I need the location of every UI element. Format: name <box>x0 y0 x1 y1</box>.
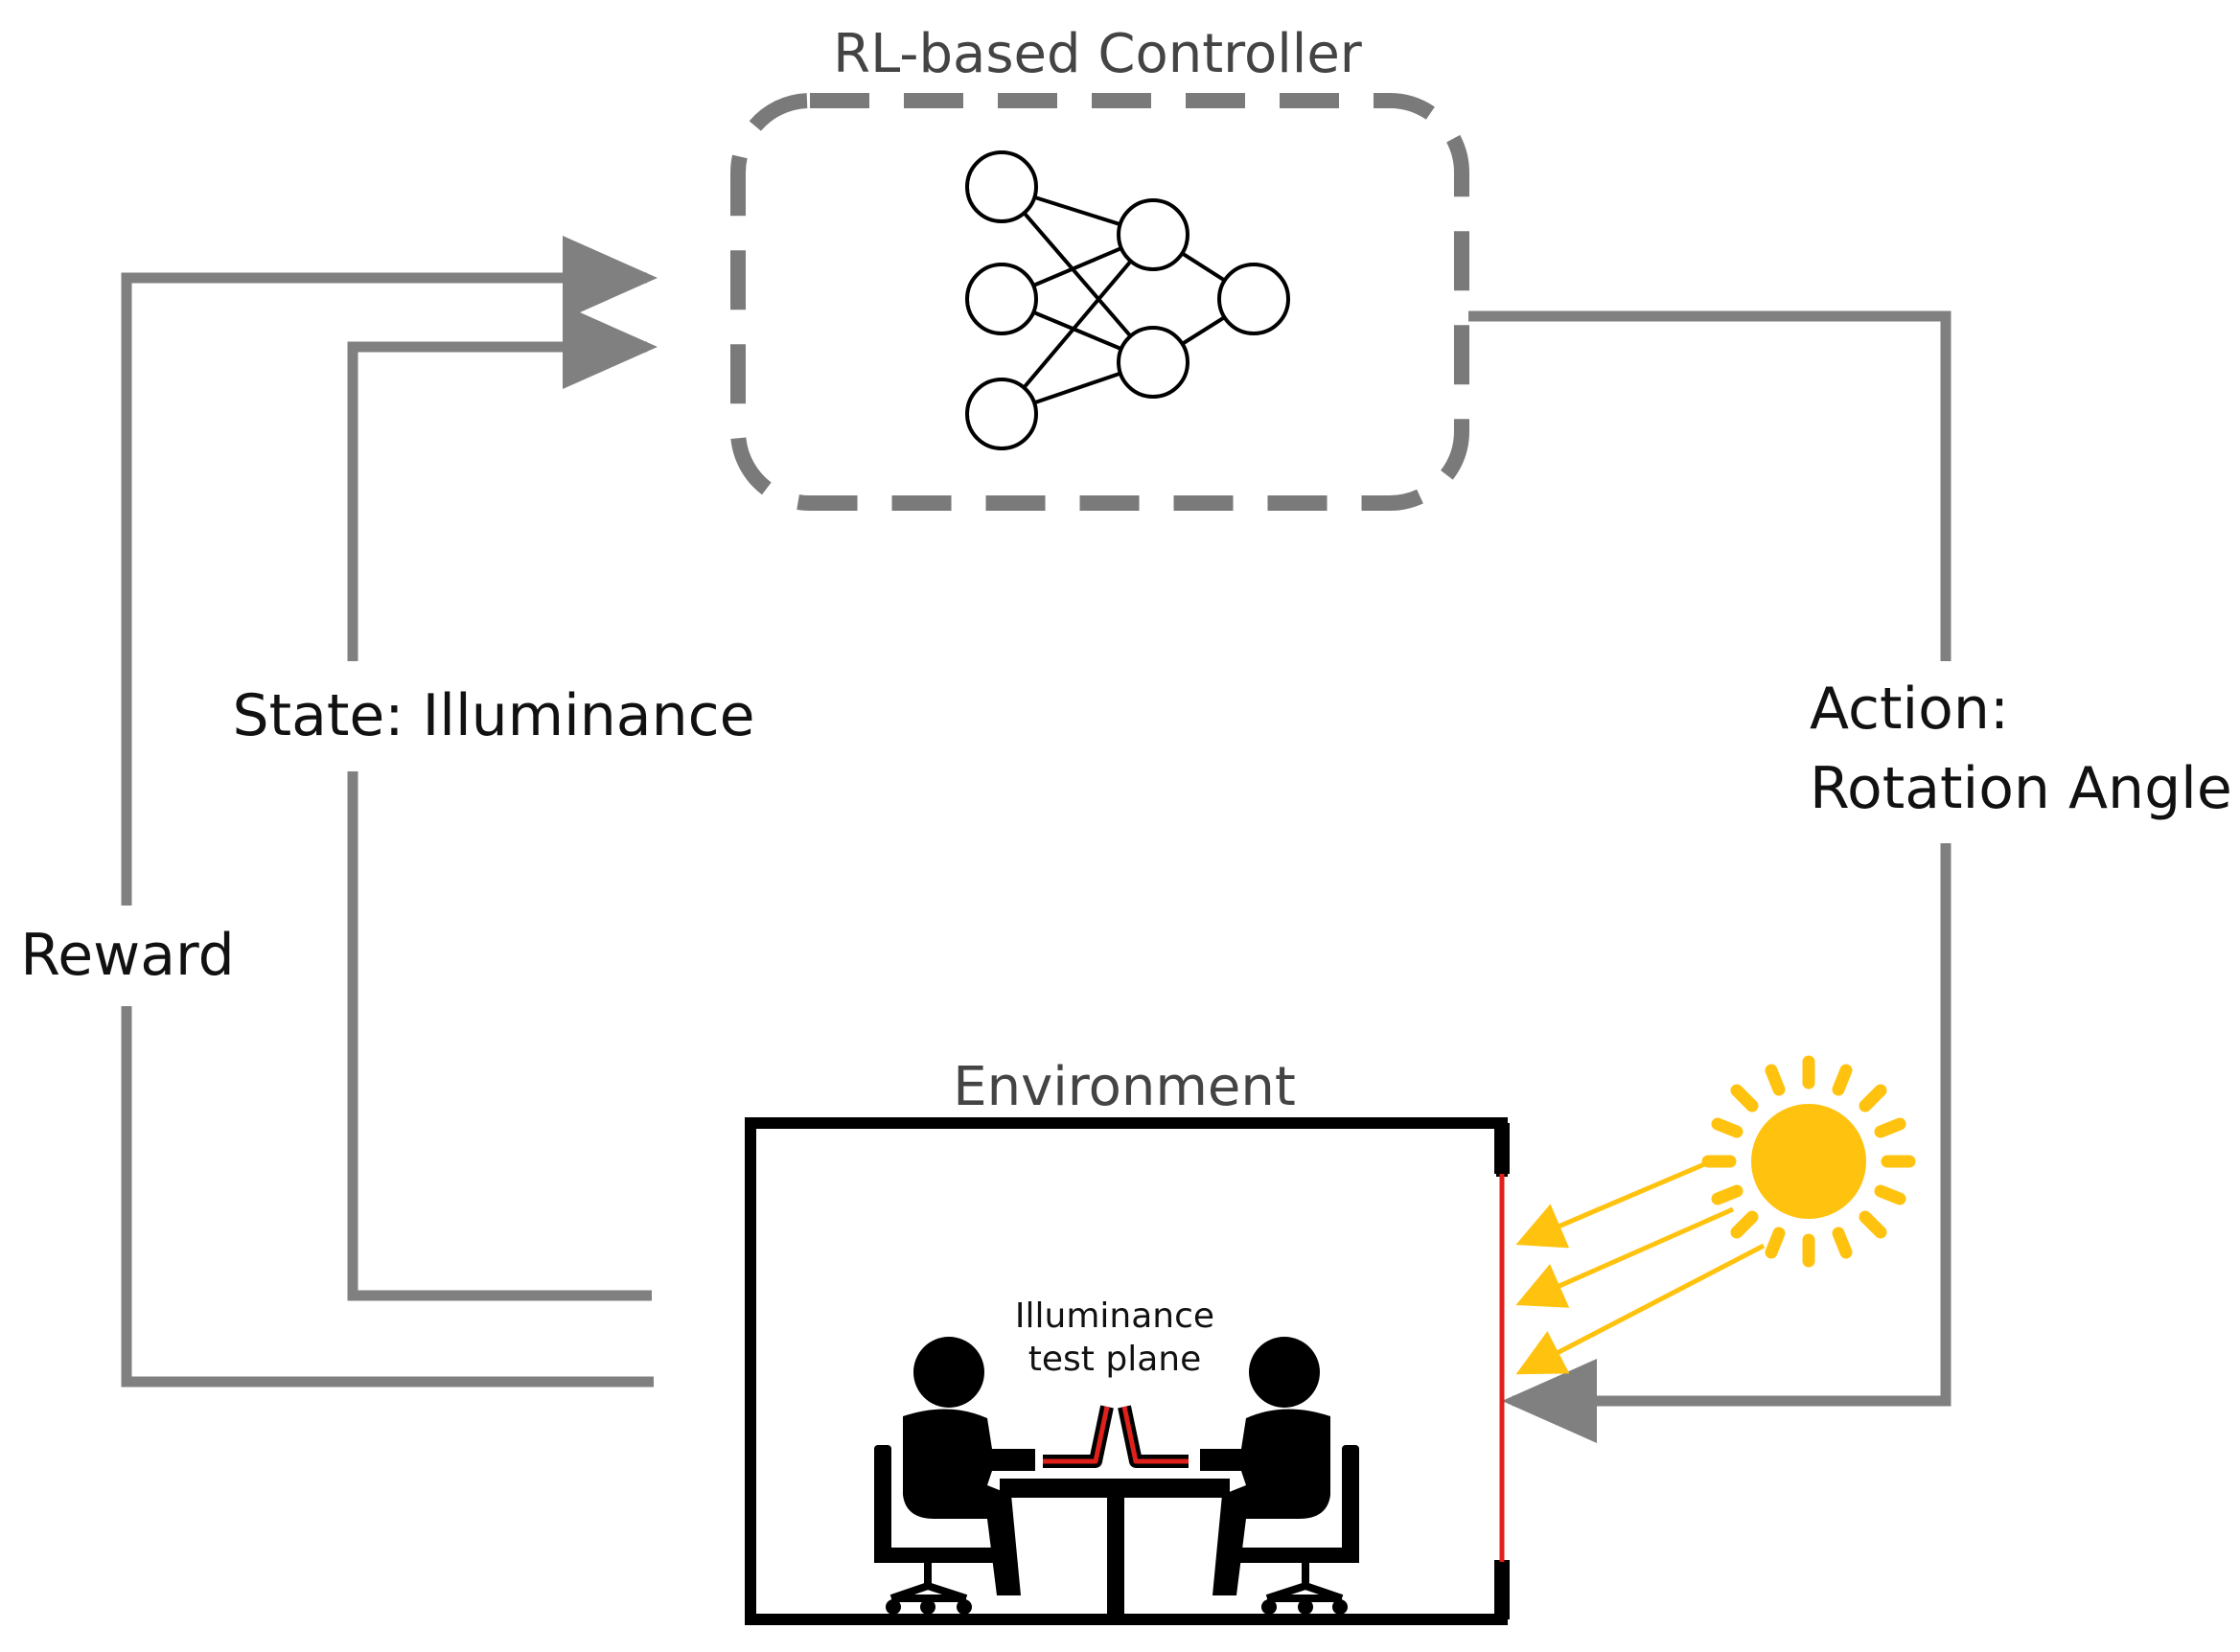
test-plane-label-line2: test plane <box>1028 1340 1201 1379</box>
state-arrow <box>347 305 658 1301</box>
controller-dashed-box <box>730 93 1469 511</box>
state-signal: State: Illuminance <box>225 305 762 1301</box>
reward-label: Reward <box>20 922 234 989</box>
controller-group: RL-based Controller <box>730 23 1469 511</box>
reward-arrow <box>121 236 658 1388</box>
office-chair-icon <box>1236 1445 1359 1615</box>
office-chair-icon <box>874 1445 999 1615</box>
test-plane-label-line1: Illuminance <box>1015 1296 1214 1336</box>
environment-title: Environment <box>953 1056 1296 1118</box>
person-at-desk-icon <box>903 1337 1035 1595</box>
action-signal: Action: Rotation Angle <box>1468 310 2233 1443</box>
state-label: State: Illuminance <box>232 682 754 749</box>
controller-title: RL-based Controller <box>833 23 1363 85</box>
environment-group: Environment Illuminance test plane <box>745 1056 1510 1625</box>
action-label-line1: Action: <box>1810 676 2009 743</box>
table-icon <box>1000 1479 1230 1616</box>
person-at-desk-icon <box>1200 1337 1330 1595</box>
laptop-icon <box>1043 1405 1189 1468</box>
neural-network-icon <box>965 150 1290 450</box>
action-label-line2: Rotation Angle <box>1810 755 2232 822</box>
reward-signal: Reward <box>19 236 658 1388</box>
sun-icon <box>1701 1055 1916 1268</box>
action-arrow <box>1468 310 1951 1443</box>
sun-rays <box>1515 1157 1766 1375</box>
